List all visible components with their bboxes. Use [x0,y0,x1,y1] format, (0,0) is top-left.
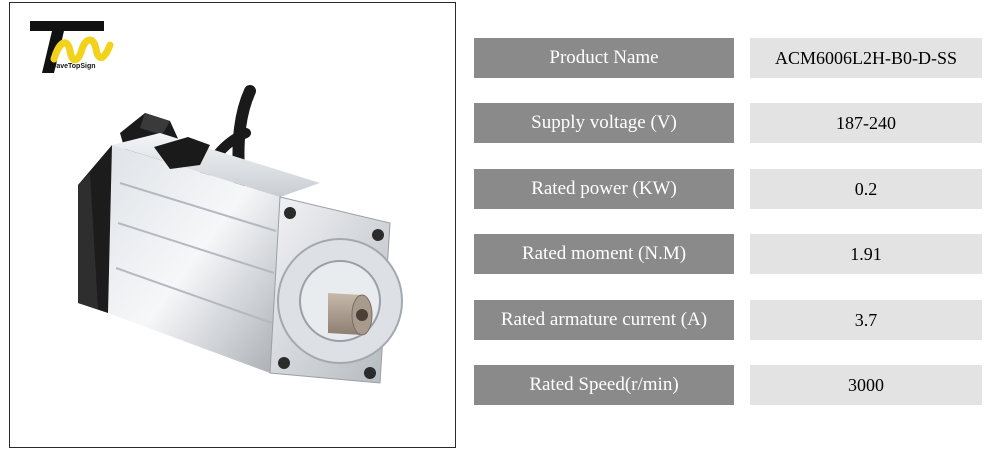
spec-label: Rated Speed(r/min) [474,365,734,405]
spec-value: 1.91 [750,234,982,274]
spec-value: ACM6006L2H-B0-D-SS [750,38,982,78]
spec-value: 187-240 [750,103,982,143]
spec-value: 3000 [750,365,982,405]
spec-row-supply-voltage: Supply voltage (V) 187-240 [474,103,982,143]
spec-row-rated-armature-current: Rated armature current (A) 3.7 [474,300,982,340]
logo-brand-text: WaveTopSign [50,63,96,70]
product-image-panel: WaveTopSign [9,2,456,448]
spec-label: Rated armature current (A) [474,300,734,340]
spec-label: Rated power (KW) [474,169,734,209]
servo-motor-image [78,85,403,384]
spec-value: 3.7 [750,300,982,340]
spec-row-rated-speed: Rated Speed(r/min) 3000 [474,365,982,405]
spec-label: Supply voltage (V) [474,103,734,143]
spec-row-rated-power: Rated power (KW) 0.2 [474,169,982,209]
spec-label: Rated moment (N.M) [474,234,734,274]
spec-label: Product Name [474,38,734,78]
brand-logo-icon [30,21,114,73]
spec-row-product-name: Product Name ACM6006L2H-B0-D-SS [474,38,982,78]
spec-row-rated-moment: Rated moment (N.M) 1.91 [474,234,982,274]
spec-value: 0.2 [750,169,982,209]
